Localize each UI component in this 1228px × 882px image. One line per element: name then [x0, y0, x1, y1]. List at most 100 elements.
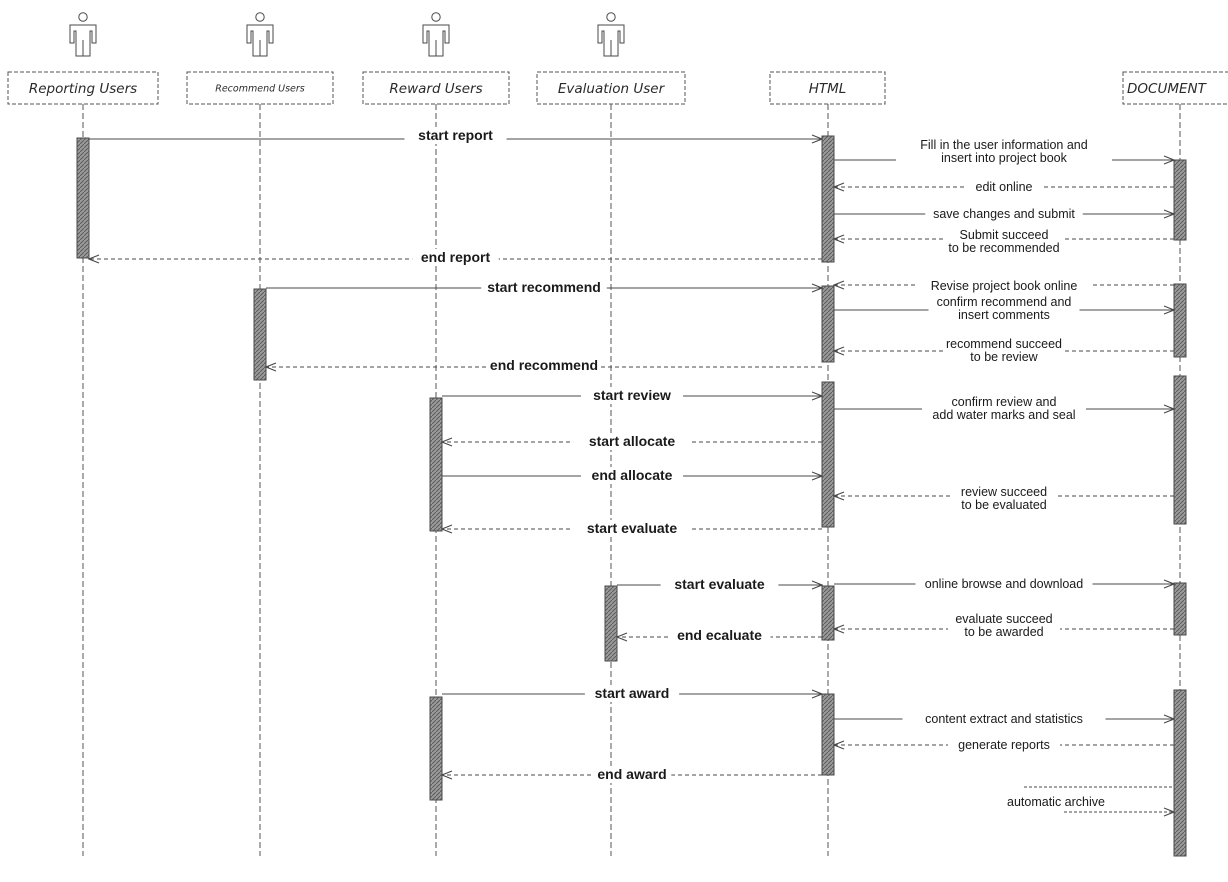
- participant-reporting: Reporting Users: [7, 12, 159, 105]
- activation-bar: [76, 137, 90, 259]
- label-backdrop: [944, 227, 1064, 258]
- participant-label: Evaluation User: [558, 81, 666, 97]
- message-m24: generate reports: [834, 737, 1174, 755]
- label-backdrop: [928, 294, 1080, 325]
- activation-bar: [821, 135, 835, 263]
- message-m25: end award: [442, 766, 822, 783]
- participant-document: DOCUMENT: [1122, 71, 1228, 105]
- activation-bar: [253, 288, 267, 381]
- message-label: to be review: [970, 350, 1038, 364]
- actor-icon: [597, 12, 625, 57]
- activation-bar: [604, 585, 618, 662]
- participants-layer: Reporting Users Recommend Users Reward Use…: [7, 12, 1228, 105]
- label-backdrop: [915, 278, 1093, 296]
- message-m4: save changes and submit: [834, 206, 1174, 224]
- message-m22: start award: [442, 685, 822, 702]
- participant-recommend: Recommend Users: [186, 12, 334, 105]
- message-label: start evaluate: [587, 520, 677, 536]
- message-label: content extract and statistics: [925, 712, 1083, 726]
- label-backdrop: [925, 206, 1083, 224]
- label-backdrop: [922, 394, 1086, 425]
- message-label: Revise project book online: [931, 279, 1078, 293]
- message-m8: Revise project book online: [834, 278, 1174, 296]
- label-backdrop: [964, 179, 1044, 197]
- activation-bar: [429, 397, 443, 532]
- message-label: confirm recommend and: [937, 295, 1072, 309]
- message-m23: content extract and statistics: [834, 711, 1174, 729]
- message-label: end award: [597, 766, 666, 782]
- participant-label: Reward Users: [389, 81, 482, 97]
- label-backdrop: [944, 336, 1064, 367]
- message-label: Submit succeed: [960, 228, 1049, 242]
- label-backdrop: [481, 279, 607, 296]
- label-backdrop: [573, 433, 691, 450]
- participant-box: [7, 71, 159, 105]
- label-backdrop: [668, 627, 771, 644]
- message-m18: start evaluate: [617, 576, 822, 593]
- message-label: insert comments: [958, 308, 1050, 322]
- label-backdrop: [584, 685, 680, 702]
- message-m1: start report: [89, 127, 822, 144]
- message-label: start allocate: [589, 433, 676, 449]
- message-label: Fill in the user information and: [920, 138, 1087, 152]
- actor-icon: [246, 12, 274, 57]
- participant-label: Reporting Users: [29, 81, 137, 97]
- participant-box: [186, 71, 334, 105]
- label-backdrop: [896, 137, 1112, 168]
- activation-bar: [821, 693, 835, 776]
- activation-bar: [821, 381, 835, 528]
- actor-icon: [422, 12, 450, 57]
- message-m19: online browse and download: [834, 576, 1174, 594]
- label-backdrop: [573, 520, 691, 537]
- label-backdrop: [592, 766, 672, 783]
- message-label: recommend succeed: [946, 337, 1062, 351]
- activation-bar: [821, 585, 835, 641]
- message-label: edit online: [976, 180, 1033, 194]
- activation-bar: [1173, 375, 1187, 525]
- label-backdrop: [580, 467, 684, 484]
- message-m21: end ecaluate: [617, 627, 822, 644]
- participant-label: DOCUMENT: [1127, 81, 1208, 97]
- message-m12: start review: [442, 387, 822, 404]
- message-m15: end allocate: [442, 467, 822, 484]
- activation-bar: [1173, 582, 1187, 636]
- label-backdrop: [948, 737, 1060, 755]
- label-backdrop: [660, 576, 779, 593]
- participant-box: [362, 71, 510, 105]
- participant-box: [769, 71, 886, 105]
- participant-box: [1122, 71, 1228, 105]
- activation-bar: [1173, 159, 1187, 241]
- participant-html: HTML: [769, 71, 886, 105]
- label-backdrop: [915, 576, 1093, 594]
- actor-icon: [69, 12, 97, 57]
- message-m14: start allocate: [442, 433, 822, 450]
- participant-reward: Reward Users: [362, 12, 510, 105]
- activation-bar: [429, 696, 443, 801]
- message-label: start award: [595, 685, 670, 701]
- participant-label: Recommend Users: [215, 83, 305, 94]
- message-label: start evaluate: [674, 576, 764, 592]
- message-label: end ecaluate: [677, 627, 762, 643]
- message-label: review succeed: [961, 485, 1047, 499]
- message-label: save changes and submit: [933, 207, 1075, 221]
- message-label: end recommend: [490, 357, 598, 373]
- message-m11: end recommend: [266, 357, 822, 374]
- message-label: start review: [593, 387, 671, 403]
- message-m6: end report: [89, 249, 822, 266]
- message-label: start report: [418, 127, 493, 143]
- label-backdrop: [948, 611, 1060, 642]
- message-label: automatic archive: [1007, 795, 1105, 809]
- message-label: to be evaluated: [961, 498, 1047, 512]
- participant-label: HTML: [809, 81, 847, 97]
- label-backdrop: [902, 711, 1106, 729]
- label-backdrop: [404, 127, 507, 144]
- message-label: evaluate succeed: [955, 612, 1052, 626]
